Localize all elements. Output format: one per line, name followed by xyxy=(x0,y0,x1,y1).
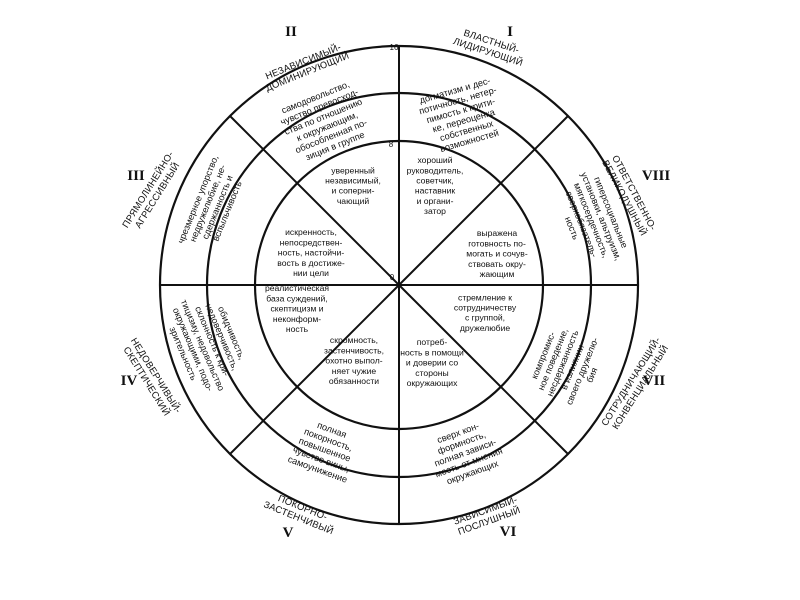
scale-marks: 16 8 0 xyxy=(389,43,399,282)
octant-extreme-traits: самодовольство,чувство превосход-ства по… xyxy=(275,77,375,166)
octant-adaptive-traits-line: ность в помощи xyxy=(400,347,464,357)
octant-extreme-traits: сверх кон-формность,полная зависи-мость … xyxy=(423,416,507,489)
octant-adaptive-traits-line: скромность, xyxy=(330,335,378,345)
octant-adaptive-traits-line: могать и сочув- xyxy=(466,249,528,259)
octant-adaptive-traits-line: чающий xyxy=(337,196,370,206)
octant-adaptive-traits-line: обязанности xyxy=(329,376,379,386)
octant-adaptive-traits-line: нии цели xyxy=(293,268,329,278)
octant-adaptive-traits-line: затор xyxy=(424,206,446,216)
octant-adaptive-traits-line: искренность, xyxy=(285,227,337,237)
octant-divider xyxy=(229,284,400,455)
octant-adaptive-traits-line: база суждений, xyxy=(266,293,327,303)
octant-adaptive-traits-line: дружелюбие xyxy=(460,323,511,333)
octant-numeral: III xyxy=(127,168,145,184)
octant-adaptive-traits-line: ность xyxy=(286,324,309,334)
octant-numeral: I xyxy=(507,24,513,40)
octant-dividers xyxy=(160,46,638,524)
octant-divider xyxy=(398,284,569,455)
octant-adaptive-traits-line: с группой, xyxy=(465,313,505,323)
octant-divider xyxy=(229,115,400,286)
octant-adaptive-traits-line: ность, настойчи- xyxy=(278,248,345,258)
octant-2: IIНЕЗАВИСИМЫЙ-ДОМИНИРУЮЩИЙсамодовольство… xyxy=(264,24,381,206)
octant-adaptive-traits-line: потреб- xyxy=(417,337,448,347)
octant-7: VIIСОТРУДНИЧАЮЩИЙ-КОНВЕНЦИАЛЬНЫЙкомпроми… xyxy=(454,292,671,431)
octant-adaptive-traits: искренность,непосредствен-ность, настойч… xyxy=(277,227,345,278)
octant-numeral: VIII xyxy=(642,168,671,184)
octant-adaptive-traits-line: наставник xyxy=(415,186,456,196)
octant-numeral: V xyxy=(283,525,294,541)
octant-type-name: ПОКОРНО-ЗАСТЕНЧИВЫЙ xyxy=(262,489,339,537)
octant-adaptive-traits-line: ствовать окру- xyxy=(468,259,526,269)
octant-adaptive-traits: скромность,застенчивость,охотно выпол-ня… xyxy=(324,335,384,386)
scale-label-center: 0 xyxy=(390,273,395,282)
octant-adaptive-traits-line: уверенный xyxy=(331,165,375,175)
octant-extreme-traits: полнаяпокорность,повышенноечувство вины,… xyxy=(287,415,363,485)
octant-type-name: ВЛАСТНЫЙ-ЛИДИРУЮЩИЙ xyxy=(452,25,528,69)
octant-numeral: VI xyxy=(500,524,517,540)
octant-numeral: VII xyxy=(643,373,666,389)
octant-adaptive-traits-line: сотрудничеству xyxy=(454,303,517,313)
octant-divider xyxy=(398,115,569,286)
octant-adaptive-traits-line: вость в достиже- xyxy=(277,258,345,268)
scale-label-middle: 8 xyxy=(389,140,394,149)
octant-adaptive-traits-line: неконформ- xyxy=(273,314,321,324)
octant-adaptive-traits-line: охотно выпол- xyxy=(325,356,382,366)
scale-label-top: 16 xyxy=(390,43,399,52)
octant-4: IVНЕДОВЕРЧИВЫЙ-СКЕПТИЧЕСКИЙобидчивость,н… xyxy=(121,283,330,418)
octant-adaptive-traits-line: готовность по- xyxy=(468,238,526,248)
octant-adaptive-traits-line: руководитель, xyxy=(407,165,464,175)
octant-adaptive-traits-line: окружающих xyxy=(407,378,458,388)
octant-adaptive-traits-line: и органи- xyxy=(417,196,454,206)
octant-adaptive-traits-line: стремление к xyxy=(458,292,512,302)
octant-adaptive-traits-line: стороны xyxy=(415,368,448,378)
octant-numeral: IV xyxy=(121,373,138,389)
octant-8: VIIIОТВЕТСТВЕННО-ВЕЛИКОДУШНЫЙгиперсоциал… xyxy=(466,154,671,279)
octant-adaptive-traits-line: застенчивость, xyxy=(324,345,384,355)
octant-numeral: II xyxy=(285,24,297,40)
octant-adaptive-traits-line: непосредствен- xyxy=(280,237,343,247)
octant-adaptive-traits-line: жающим xyxy=(480,269,515,279)
octant-adaptive-traits-line: скептицизм и xyxy=(270,304,323,314)
octant-adaptive-traits-line: советчик, xyxy=(416,176,454,186)
octant-adaptive-traits-line: и соперни- xyxy=(332,186,375,196)
octant-adaptive-traits-line: и доверии со xyxy=(406,358,458,368)
octant-adaptive-traits-line: реалистическая xyxy=(265,283,329,293)
octant-type-name: ПРЯМОЛИНЕЙНО-АГРЕССИВНЫЙ xyxy=(120,149,186,236)
octant-extreme-traits: компромис-ное поведение,несдержанностьв … xyxy=(525,320,610,410)
octant-adaptive-traits-line: хороший xyxy=(417,155,452,165)
octant-adaptive-traits-line: няет чужие xyxy=(332,366,377,376)
octant-adaptive-traits-line: выражена xyxy=(477,228,518,238)
octant-adaptive-traits-line: независимый, xyxy=(325,176,381,186)
